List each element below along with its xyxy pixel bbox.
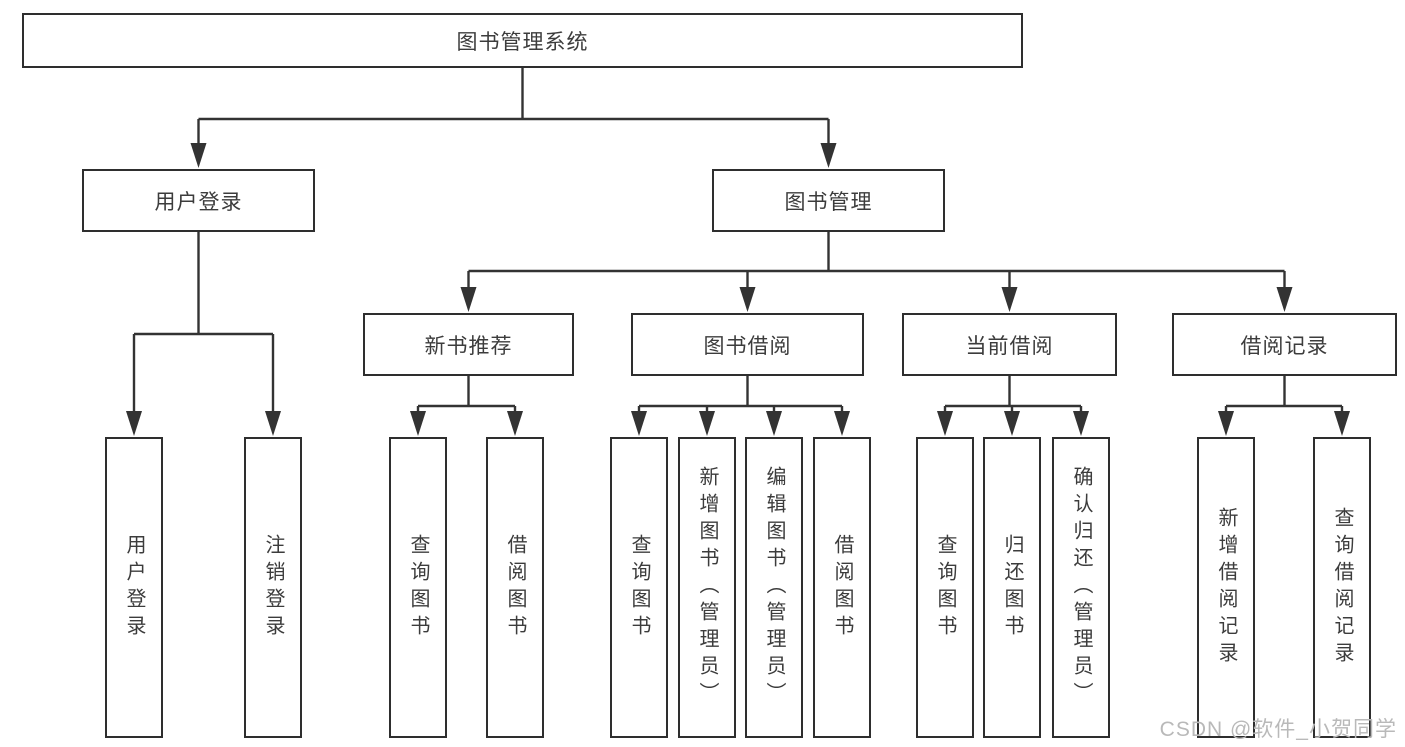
node-root: 图书管理系统	[22, 13, 1023, 68]
leaf-label: 注销登录	[262, 533, 284, 642]
leaf-return-books: 归还图书	[983, 437, 1041, 738]
leaf-label: 借阅图书	[504, 533, 526, 642]
node-book-borrowing: 图书借阅	[631, 313, 864, 376]
node-borrow-records: 借阅记录	[1172, 313, 1397, 376]
leaf-label: 新增借阅记录	[1215, 506, 1237, 669]
node-book-management: 图书管理	[712, 169, 945, 232]
leaf-label: 确认归还（管理员）	[1070, 466, 1092, 709]
leaf-borrow-books-recommend: 借阅图书	[486, 437, 544, 738]
node-new-book-recommend: 新书推荐	[363, 313, 574, 376]
leaf-label: 用户登录	[123, 533, 145, 642]
node-user-login: 用户登录	[82, 169, 315, 232]
leaf-query-books-recommend: 查询图书	[389, 437, 447, 738]
node-current-borrowing: 当前借阅	[902, 313, 1117, 376]
leaf-edit-books-admin: 编辑图书（管理员）	[745, 437, 803, 738]
leaf-logout: 注销登录	[244, 437, 302, 738]
leaf-user-login: 用户登录	[105, 437, 163, 738]
leaf-label: 查询借阅记录	[1331, 506, 1353, 669]
leaf-query-borrow-record: 查询借阅记录	[1313, 437, 1371, 738]
leaf-add-borrow-record: 新增借阅记录	[1197, 437, 1255, 738]
leaf-query-books-borrowing: 查询图书	[610, 437, 668, 738]
leaf-label: 借阅图书	[831, 533, 853, 642]
leaf-label: 查询图书	[934, 533, 956, 642]
leaf-label: 查询图书	[407, 533, 429, 642]
leaf-borrow-books-borrowing: 借阅图书	[813, 437, 871, 738]
csdn-watermark: CSDN @软件_小贺同学	[1159, 718, 1397, 741]
leaf-label: 归还图书	[1001, 533, 1023, 642]
leaf-query-books-current: 查询图书	[916, 437, 974, 738]
leaf-confirm-return-admin: 确认归还（管理员）	[1052, 437, 1110, 738]
leaf-label: 查询图书	[628, 533, 650, 642]
leaf-label: 编辑图书（管理员）	[763, 466, 785, 709]
leaf-add-books-admin: 新增图书（管理员）	[678, 437, 736, 738]
leaf-label: 新增图书（管理员）	[696, 466, 718, 709]
